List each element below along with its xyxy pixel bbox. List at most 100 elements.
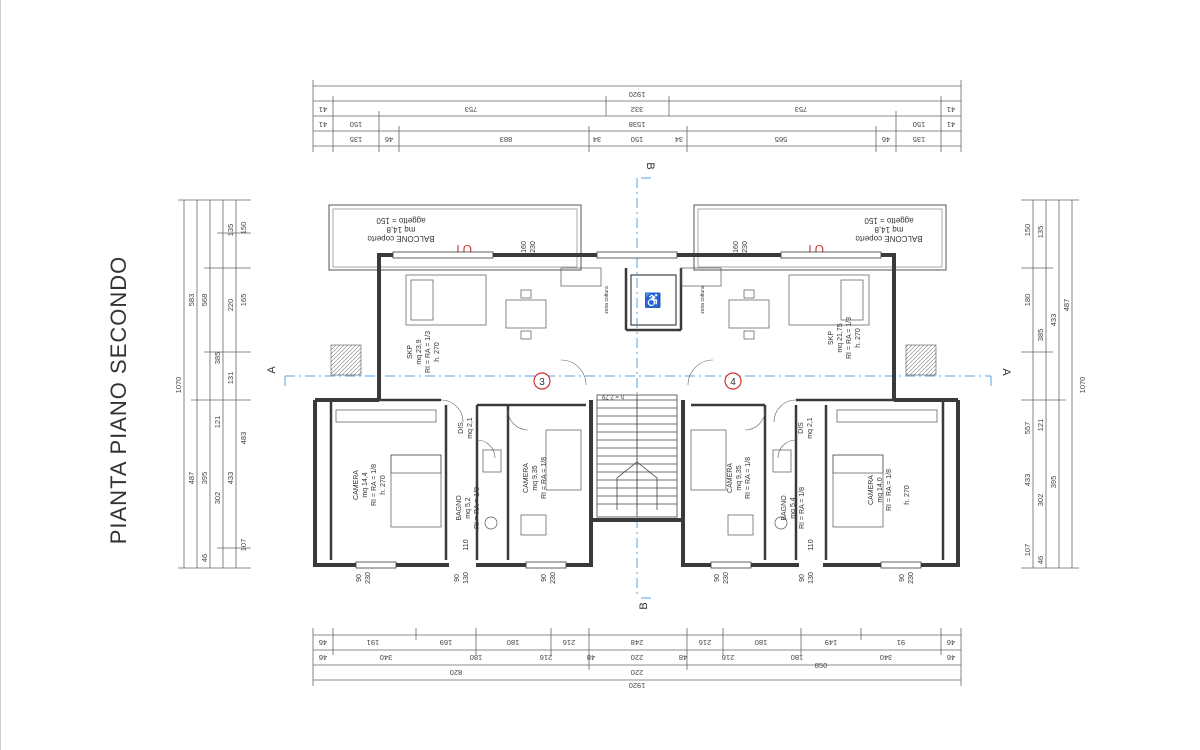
top-dimension-labels: 1920 41 753 332 753 41 41 150 1538 150 4… [319, 90, 955, 144]
room-living-left-name: SKP [407, 345, 414, 359]
right-dim: 150 [1023, 224, 1032, 237]
top-dim: 150 [913, 120, 926, 129]
top-dim: 41 [319, 105, 327, 114]
right-dimension-labels: 150 135 180 385 433 557 121 487 395 302 … [1023, 224, 1087, 564]
unit-markers: 3 4 [533, 372, 742, 390]
door-swings [440, 359, 797, 459]
top-dim: 34 [593, 135, 601, 144]
top-dim: 753 [795, 105, 808, 114]
balcony-left-name: BALCONE coperto [367, 234, 435, 243]
balcony-labels: BALCONE coperto mq 14,8 aggetto = 150 BA… [367, 216, 923, 243]
top-dim: 1538 [629, 120, 646, 129]
room-bath-right-name: BAGNO [781, 495, 788, 521]
bottom-dim: 340 [380, 653, 393, 662]
svg-text:110: 110 [463, 539, 470, 550]
room-bath-left-area: mq 5,2 [465, 497, 472, 519]
right-dim: 135 [1036, 226, 1045, 239]
bottom-dim: 48 [587, 653, 595, 662]
room-living-right-name: SKP [828, 331, 835, 345]
right-dimension-chains [1021, 199, 1079, 569]
svg-text:230: 230 [908, 572, 915, 584]
top-dim: 883 [500, 135, 513, 144]
left-dim: 583 [187, 294, 196, 307]
right-dim: 433 [1023, 474, 1032, 487]
right-dim: 180 [1023, 294, 1032, 307]
svg-text:130: 130 [808, 572, 815, 584]
room-bed2-left-ratio: RI = RA = 1/8 [541, 457, 548, 499]
room-bed2-right-name: CAMERA [727, 463, 734, 493]
svg-text:160: 160 [733, 241, 740, 253]
right-dim: 487 [1062, 299, 1071, 312]
window-openings [355, 251, 922, 569]
unit-marker-left: 3 [539, 377, 545, 388]
room-bed1-right-ratio: RI = RA = 1/8 [886, 469, 893, 511]
bottom-dim: 248 [631, 638, 644, 647]
left-dimension-labels: 1070 583 568 385 487 395 302 433 483 121… [174, 222, 248, 562]
balcony-left-area: mq 14,8 [386, 225, 415, 234]
svg-text:90: 90 [714, 574, 721, 582]
bottom-dim: 180 [755, 638, 768, 647]
left-dim: 487 [187, 472, 196, 485]
bottom-dim: 216 [563, 638, 576, 647]
elevator: ♿ [630, 274, 677, 326]
section-lines [284, 177, 992, 599]
bottom-dim: 46 [947, 638, 955, 647]
room-bed1-right-name: CAMERA [868, 475, 875, 505]
left-dimension-chains [178, 199, 251, 569]
left-overall-dim: 1070 [174, 377, 183, 394]
room-labels-right: SKP mq 21,75 RI = RA = 1/3 h. 270 zona c… [700, 286, 911, 529]
room-closet-right-name: DIS [798, 422, 805, 434]
bottom-dim: 180 [470, 653, 483, 662]
bottom-dim: 216 [540, 653, 553, 662]
stair-note: h = 2,79 [601, 393, 624, 399]
left-dim: 433 [226, 472, 235, 485]
room-bath-left-name: BAGNO [456, 495, 463, 521]
room-bath-right-area: mq 5,4 [790, 497, 797, 519]
bottom-dim: 220 [631, 668, 644, 677]
room-bed2-left-name: CAMERA [523, 463, 530, 493]
left-dim: 150 [239, 222, 248, 235]
kitchen-right-note: zona cottura [700, 286, 706, 314]
bottom-dim: 220 [631, 653, 644, 662]
top-dim: 34 [675, 135, 683, 144]
left-dim: 302 [213, 492, 222, 505]
top-dim: 41 [319, 120, 327, 129]
bottom-dim: 48 [679, 653, 687, 662]
room-closet-left-area: mq 2,1 [467, 417, 474, 439]
top-dim: 135 [913, 135, 926, 144]
bottom-dim: 149 [825, 638, 838, 647]
left-dim: 483 [239, 432, 248, 445]
room-labels-left: SKP mq 23,9 RI = RA = 1/3 h. 270 zona co… [353, 286, 610, 529]
section-mark-b-bottom: B [638, 602, 650, 609]
top-dim: 46 [385, 135, 393, 144]
staircase [596, 394, 678, 518]
furniture [335, 267, 938, 536]
room-bath-right-ratio: RI = RA = 1/8 [799, 487, 806, 529]
svg-text:90: 90 [454, 574, 461, 582]
room-living-right-area: mq 21,75 [837, 323, 844, 352]
bottom-dim: 850 [815, 661, 828, 670]
bottom-dimension-labels: 46 191 169 180 216 248 216 180 149 91 46… [319, 638, 955, 690]
svg-text:230: 230 [723, 572, 730, 584]
svg-text:90: 90 [799, 574, 806, 582]
left-dim: 135 [226, 224, 235, 237]
accessibility-icon: ♿ [644, 292, 661, 309]
top-dim: 565 [775, 135, 788, 144]
bottom-dim: 191 [367, 638, 380, 647]
room-bed1-right-area: mq 14,0 [877, 477, 884, 502]
section-mark-b-top: B [644, 162, 656, 169]
right-dim: 107 [1023, 544, 1032, 557]
room-closet-left-name: DIS [458, 422, 465, 434]
top-overall-dim: 1920 [629, 90, 646, 99]
bottom-dimension-chains [312, 628, 962, 686]
bottom-dim: 169 [440, 638, 453, 647]
services-hatch-right [905, 344, 937, 376]
section-mark-a-left: A [266, 366, 278, 374]
left-dim: 395 [200, 472, 209, 485]
bottom-dim: 180 [507, 638, 520, 647]
svg-text:110: 110 [808, 539, 815, 550]
svg-text:230: 230 [365, 572, 372, 584]
left-dim: 220 [226, 299, 235, 312]
